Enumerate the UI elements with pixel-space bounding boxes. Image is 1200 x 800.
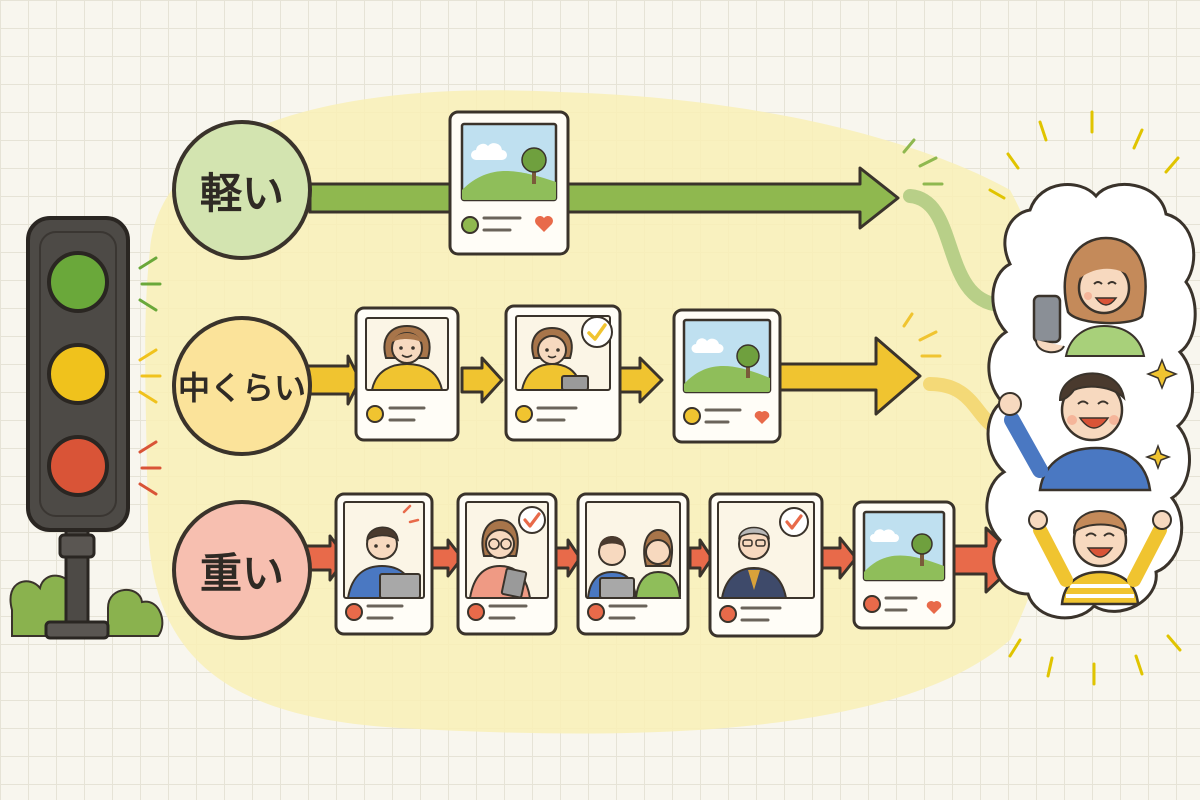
lane-label-heavy: 重い [172, 500, 312, 640]
lane-heavy-card-5 [852, 500, 956, 630]
landscape-photo-icon [864, 529, 944, 580]
yellow-sparkle-lines [138, 348, 162, 404]
traffic-light-yellow-lamp [47, 343, 109, 405]
lane-label-medium: 中くらい [172, 316, 312, 456]
woman-with-phone-icon [1032, 236, 1147, 357]
lane-heavy-card-2 [456, 492, 558, 636]
executive-approval-check-icon [720, 507, 809, 599]
traffic-light-green-lamp [47, 251, 109, 313]
reviewer-check-icon [520, 316, 613, 391]
lane-medium-card-3 [672, 308, 782, 444]
lane-heavy-card-1 [334, 492, 434, 636]
landscape-photo-icon [684, 338, 770, 392]
cheering-boy-icon [998, 372, 1152, 492]
team-meeting-icon [586, 528, 682, 599]
audience-cloud [985, 110, 1197, 686]
green-sparkle-lines [138, 256, 162, 312]
traffic-light-icon [9, 216, 164, 640]
lane-heavy-card-4 [708, 492, 824, 638]
lane-heavy-card-3 [576, 492, 690, 636]
traffic-light-red-lamp [47, 435, 109, 497]
reviewer-tablet-check-icon [468, 506, 546, 599]
happy-child-icon [1028, 510, 1172, 606]
creator-person-icon [370, 324, 444, 391]
red-sparkle-lines [138, 440, 162, 496]
lane-light-arrow [308, 138, 1007, 312]
sparkle-icon [1144, 357, 1179, 471]
landscape-photo-icon [462, 143, 556, 200]
lane-light-card-1 [448, 110, 570, 256]
lane-medium-card-2 [504, 304, 622, 442]
lane-medium-arrow [304, 312, 1007, 437]
lane-medium-card-1 [354, 306, 460, 442]
lane-label-light: 軽い [172, 120, 312, 260]
creator-laptop-icon [346, 504, 421, 599]
